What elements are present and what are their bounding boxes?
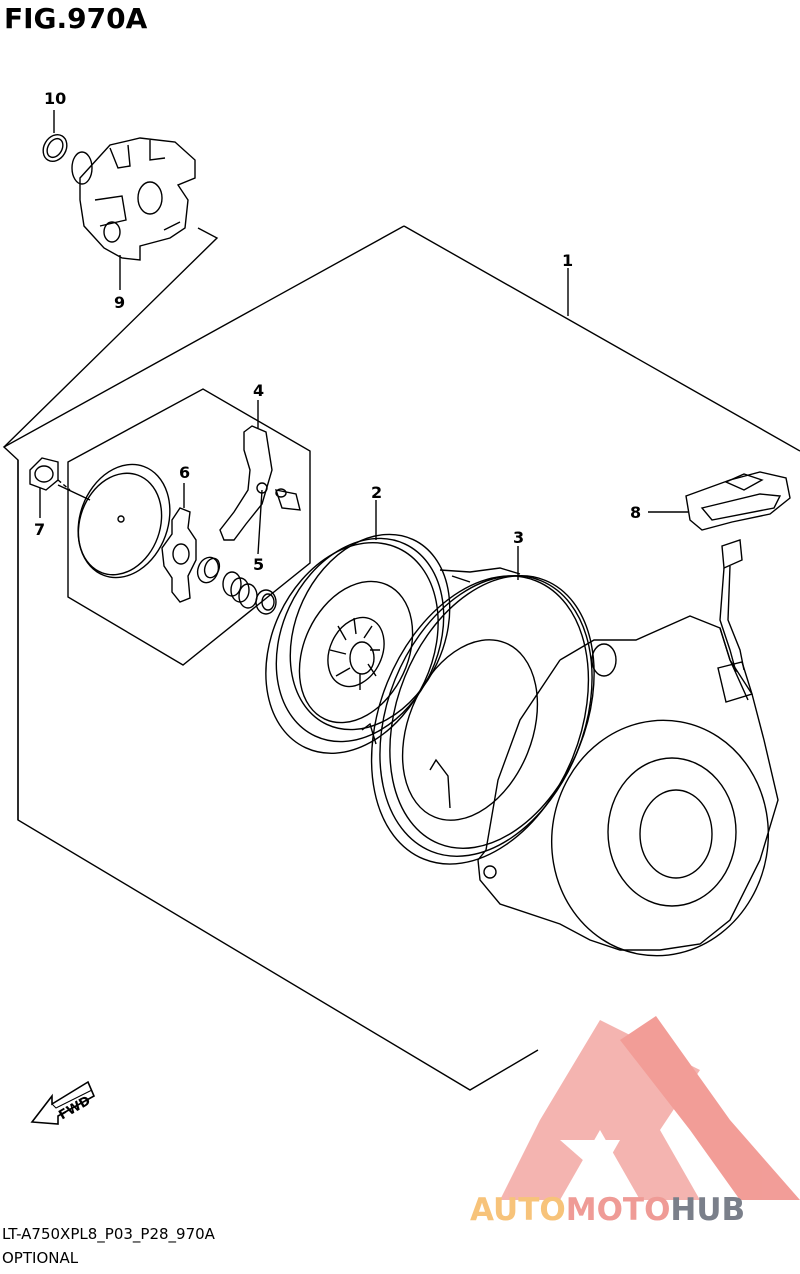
watermark-logo-icon (500, 1016, 800, 1200)
watermark-brand-text: AUTOMOTOHUB (470, 1192, 745, 1228)
callout-1: 1 (562, 251, 573, 270)
figure-title: FIG.970A (4, 2, 148, 35)
watermark-hub: HUB (670, 1192, 746, 1228)
part-4-ratchet (219, 425, 273, 541)
part-9-drive-cup (71, 137, 196, 261)
leader-9-assembly (3, 227, 219, 448)
callout-5: 5 (253, 555, 264, 574)
callout-7: 7 (34, 520, 45, 539)
watermark-auto: AUTO (470, 1192, 566, 1228)
part-5-pin (274, 488, 301, 511)
callout-10: 10 (44, 89, 66, 108)
subkit-outline (67, 388, 311, 666)
callout-8: 8 (630, 503, 641, 522)
callout-2: 2 (371, 483, 382, 502)
part-2-reel (265, 533, 521, 754)
diagram-code: LT-A750XPL8_P03_P28_970A (2, 1225, 215, 1243)
leader-5 (257, 489, 263, 555)
starter-housing (477, 615, 779, 957)
watermark-moto: MOTO (565, 1192, 671, 1228)
part-7-nut (29, 457, 71, 491)
callout-6: 6 (179, 463, 190, 482)
fwd-arrow-icon (30, 1080, 96, 1125)
part-8-handle (685, 471, 791, 703)
axis-line-7 (57, 484, 91, 501)
part-10-oring (42, 133, 68, 163)
part-3-spring (361, 575, 595, 865)
optional-note: OPTIONAL (2, 1249, 79, 1267)
friction-plate (77, 463, 171, 579)
callout-9: 9 (114, 293, 125, 312)
part-6-guide (161, 507, 197, 603)
callout-3: 3 (513, 528, 524, 547)
callout-4: 4 (253, 381, 264, 400)
assembly-outline (2, 225, 800, 1091)
spring-washer-set (196, 556, 277, 615)
